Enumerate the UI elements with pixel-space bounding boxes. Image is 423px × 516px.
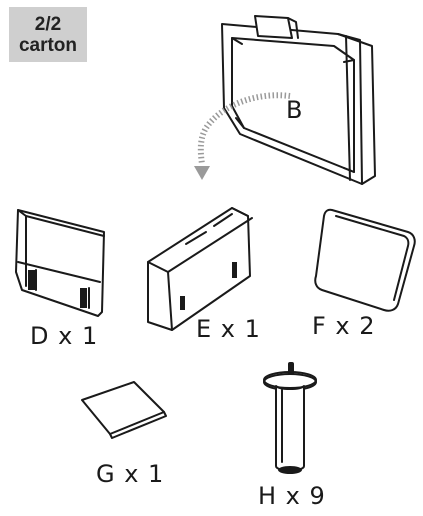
carton-badge-line2: carton (18, 34, 78, 56)
part-f-label: F x 2 (312, 312, 376, 340)
part-h-drawing (263, 362, 317, 474)
part-b-drawing (221, 15, 376, 185)
carton-badge-line1: 2/2 (34, 13, 62, 35)
placement-arrow (194, 92, 291, 180)
part-e-label: E x 1 (196, 315, 261, 343)
part-g-drawing (81, 381, 167, 439)
part-f-drawing (314, 208, 416, 312)
part-e-drawing (147, 207, 253, 331)
part-d-label: D x 1 (30, 322, 99, 350)
part-b-label: B (286, 96, 304, 124)
part-g-label: G x 1 (96, 460, 165, 488)
part-d-drawing (15, 209, 105, 317)
carton-badge: 2/2 carton (9, 7, 87, 62)
part-h-label: H x 9 (258, 482, 326, 510)
